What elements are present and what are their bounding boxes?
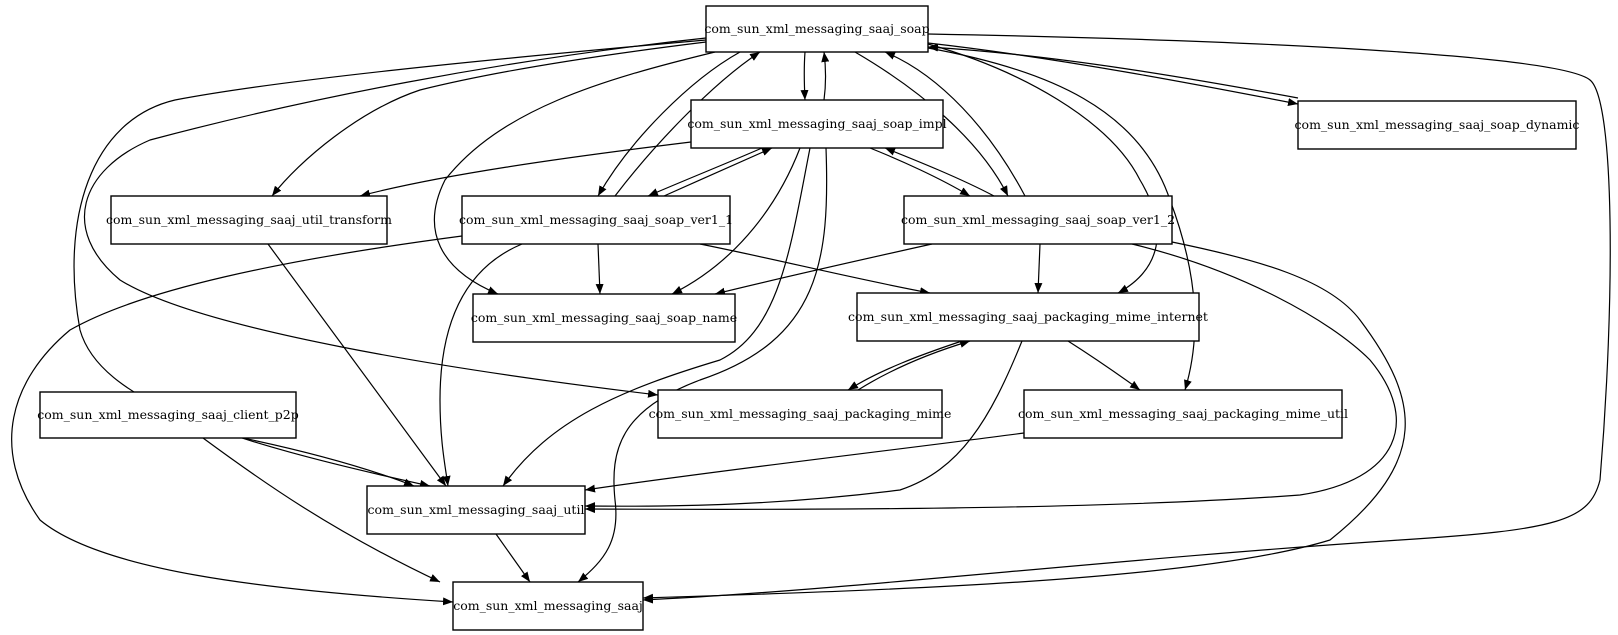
edge-soap-impl-to-util — [502, 147, 811, 487]
node-soap-ver1-1-box — [461, 195, 731, 245]
edge-packaging-mime-to-packaging-mime-internet — [857, 340, 971, 391]
edge-soap-impl-to-soap — [821, 51, 830, 101]
node-soap-dynamic-label: com_sun_xml_messaging_saaj_soap_dynamic — [1295, 117, 1580, 132]
edge-soap-ver1-1-to-saaj — [11, 235, 463, 606]
node-util-transform: com_sun_xml_messaging_saaj_util_transfor… — [106, 195, 392, 245]
edge-soap-to-util-transform — [271, 41, 707, 197]
node-soap-impl: com_sun_xml_messaging_saaj_soap_impl — [687, 99, 947, 149]
node-util-transform-box — [110, 195, 388, 245]
edge-soap-dynamic-to-soap — [927, 43, 1299, 99]
edge-soap-ver1-2-to-util — [584, 243, 1397, 514]
node-util: com_sun_xml_messaging_saaj_util — [366, 485, 586, 535]
edge-soap-impl-to-saaj — [577, 147, 828, 583]
nodes-layer: com_sun_xml_messaging_saaj_soap com_sun_… — [37, 5, 1580, 631]
node-soap: com_sun_xml_messaging_saaj_soap — [704, 5, 930, 53]
node-saaj-label: com_sun_xml_messaging_saaj — [453, 598, 643, 613]
edge-soap-to-packaging-mime-internet — [927, 43, 1158, 294]
node-saaj-box — [452, 581, 644, 631]
node-util-label: com_sun_xml_messaging_saaj_util — [368, 502, 585, 517]
node-soap-ver1-2: com_sun_xml_messaging_saaj_soap_ver1_2 — [901, 195, 1175, 245]
edge-soap-ver1-1-to-util — [439, 243, 523, 487]
node-client-p2p-box — [39, 391, 297, 439]
edge-soap-impl-to-soap-ver1-2 — [869, 147, 971, 197]
edge-soap-ver1-1-to-packaging-mime-internet — [699, 243, 931, 296]
node-util-transform-label: com_sun_xml_messaging_saaj_util_transfor… — [106, 212, 392, 227]
node-packaging-mime: com_sun_xml_messaging_saaj_packaging_mim… — [649, 389, 952, 439]
node-soap-dynamic: com_sun_xml_messaging_saaj_soap_dynamic — [1295, 100, 1580, 150]
node-soap-impl-label: com_sun_xml_messaging_saaj_soap_impl — [687, 116, 946, 131]
edge-soap-ver1-1-to-soap — [614, 51, 761, 197]
edge-soap-ver1-2-to-soap — [884, 51, 1026, 197]
node-soap-name-label: com_sun_xml_messaging_saaj_soap_name — [471, 310, 737, 325]
node-soap-impl-box — [690, 99, 944, 149]
edge-soap-to-packaging-mime — [83, 37, 707, 398]
node-soap-name-box — [472, 293, 736, 343]
edge-client-p2p-to-saaj — [202, 437, 441, 583]
edge-soap-to-soap-impl — [800, 51, 809, 101]
node-soap-box — [705, 5, 929, 53]
edge-soap-ver1-2-to-packaging-mime-internet — [1034, 243, 1043, 294]
node-soap-ver1-1-label: com_sun_xml_messaging_saaj_soap_ver1_1 — [459, 212, 733, 227]
node-soap-ver1-2-box — [903, 195, 1173, 245]
node-soap-ver1-2-label: com_sun_xml_messaging_saaj_soap_ver1_2 — [901, 212, 1175, 227]
edge-soap-impl-to-soap-name — [671, 147, 801, 295]
edge-packaging-mime-internet-to-packaging-mime-util — [1067, 340, 1141, 391]
edge-soap-ver1-1-to-soap-impl — [663, 147, 773, 197]
node-client-p2p-label: com_sun_xml_messaging_saaj_client_p2p — [37, 407, 299, 422]
edge-packaging-mime-util-to-util — [584, 432, 1025, 493]
edge-packaging-mime-internet-to-util — [584, 340, 1023, 511]
edge-soap-ver1-2-to-soap-name — [714, 243, 933, 296]
node-packaging-mime-util: com_sun_xml_messaging_saaj_packaging_mim… — [1018, 389, 1348, 439]
node-soap-ver1-1: com_sun_xml_messaging_saaj_soap_ver1_1 — [459, 195, 733, 245]
edge-soap-to-soap-ver1-1 — [597, 51, 741, 197]
edge-soap-to-soap-ver1-2 — [854, 51, 1009, 197]
node-soap-label: com_sun_xml_messaging_saaj_soap — [704, 21, 929, 36]
node-packaging-mime-util-label: com_sun_xml_messaging_saaj_packaging_mim… — [1018, 406, 1348, 421]
node-client-p2p: com_sun_xml_messaging_saaj_client_p2p — [37, 391, 299, 439]
edge-packaging-mime-internet-to-packaging-mime — [847, 340, 963, 391]
edge-soap-to-soap-name — [433, 51, 716, 295]
edges-layer — [11, 33, 1611, 606]
edge-soap-to-soap-dynamic — [927, 42, 1299, 107]
edge-soap-impl-to-soap-ver1-1 — [647, 147, 763, 197]
edge-soap-ver1-1-to-soap-name — [595, 243, 604, 295]
edge-soap-ver1-2-to-soap-impl — [884, 147, 995, 197]
node-packaging-mime-box — [657, 389, 943, 439]
node-util-box — [366, 485, 586, 535]
node-saaj: com_sun_xml_messaging_saaj — [452, 581, 644, 631]
node-packaging-mime-internet: com_sun_xml_messaging_saaj_packaging_mim… — [848, 292, 1208, 342]
edge-soap-to-saaj — [642, 33, 1611, 604]
node-packaging-mime-label: com_sun_xml_messaging_saaj_packaging_mim… — [649, 406, 952, 421]
edge-soap-impl-to-util-transform — [359, 141, 692, 198]
node-packaging-mime-util-box — [1023, 389, 1343, 439]
edge-client-p2p-to-util — [242, 437, 415, 487]
edge-soap-ver1-2-to-saaj — [642, 241, 1406, 602]
edge-util-to-saaj — [495, 533, 531, 583]
edge-util-transform-to-util — [267, 243, 447, 487]
node-packaging-mime-internet-box — [856, 292, 1200, 342]
node-packaging-mime-internet-label: com_sun_xml_messaging_saaj_packaging_mim… — [848, 309, 1208, 324]
node-soap-name: com_sun_xml_messaging_saaj_soap_name — [471, 293, 737, 343]
node-soap-dynamic-box — [1297, 100, 1577, 150]
